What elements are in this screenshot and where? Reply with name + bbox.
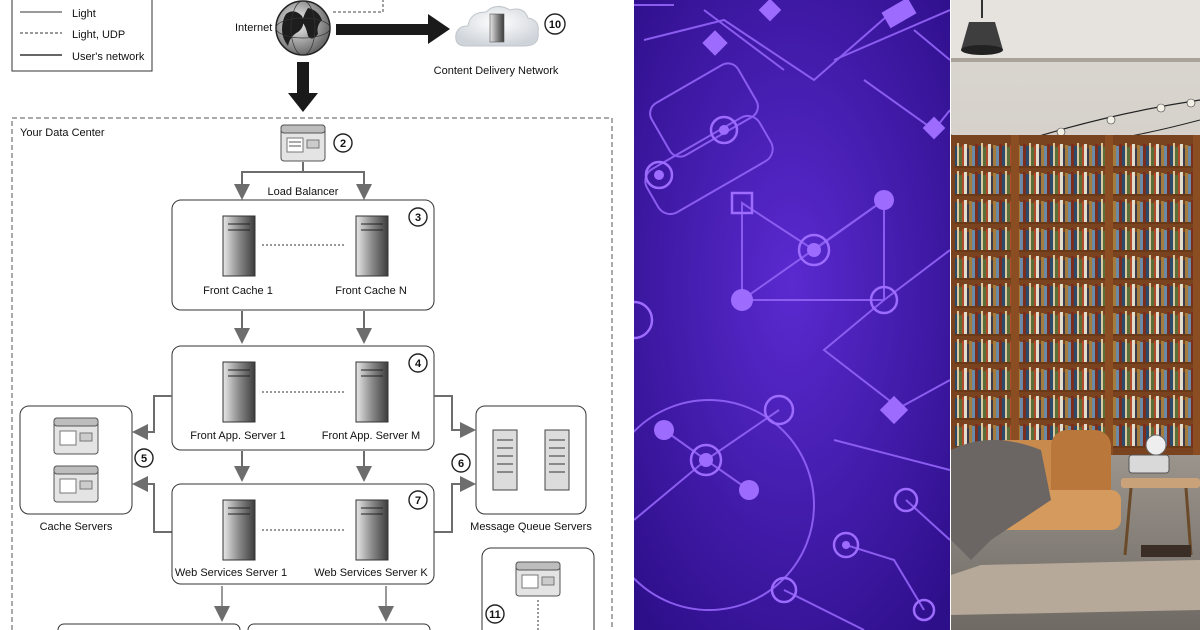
mq-server-1-icon bbox=[492, 429, 518, 491]
legend-item-users-network: User's network bbox=[72, 51, 145, 63]
web-services-k-label: Web Services Server K bbox=[314, 567, 428, 579]
udp-connection-line bbox=[333, 0, 384, 13]
front-cache-number-badge bbox=[408, 207, 428, 227]
message-queue-label: Message Queue Servers bbox=[470, 521, 592, 533]
front-app-m-label: Front App. Server M bbox=[322, 430, 420, 442]
cache-servers-group bbox=[19, 405, 133, 515]
panel-divider-1 bbox=[633, 0, 634, 630]
data-center-label: Your Data Center bbox=[20, 127, 105, 139]
component-11-number: 11 bbox=[489, 609, 501, 621]
panel-divider-2 bbox=[950, 0, 951, 630]
legend-item-light: Light bbox=[72, 8, 96, 20]
library-photo bbox=[951, 0, 1200, 630]
mq-server-2-icon bbox=[544, 429, 570, 491]
data-center-boundary bbox=[11, 117, 613, 630]
bottom-right-box bbox=[247, 623, 431, 630]
message-queue-number: 6 bbox=[458, 458, 464, 470]
app-to-cache-line bbox=[132, 395, 172, 440]
ws-to-mq-line bbox=[434, 476, 476, 533]
cdn-cloud-icon bbox=[455, 6, 539, 47]
cdn-number-badge bbox=[544, 13, 566, 35]
lb-to-cache1-line bbox=[234, 162, 304, 200]
legend: Light Light, UDP User's network bbox=[11, 0, 153, 72]
front-cache-n-label: Front Cache N bbox=[335, 285, 407, 297]
cache-server-1-icon bbox=[53, 417, 99, 455]
component-11-server-icon bbox=[515, 561, 561, 597]
front-app-1-server-icon bbox=[222, 361, 256, 423]
cdn-label: Content Delivery Network bbox=[434, 65, 559, 77]
front-app-1-label: Front App. Server 1 bbox=[190, 430, 285, 442]
web-services-number: 7 bbox=[415, 495, 421, 507]
side-table bbox=[1121, 478, 1200, 488]
load-balancer-number: 2 bbox=[340, 138, 346, 150]
web-services-1-server-icon bbox=[222, 499, 256, 561]
front-cache-n-server-icon bbox=[355, 215, 389, 277]
front-app-m-server-icon bbox=[355, 361, 389, 423]
cdn-arrow bbox=[336, 14, 450, 44]
cache-servers-label: Cache Servers bbox=[40, 521, 113, 533]
cdn-number: 10 bbox=[549, 19, 561, 31]
web-services-number-badge bbox=[408, 490, 428, 510]
component-11-number-badge bbox=[485, 604, 505, 624]
throw-blanket bbox=[951, 440, 1051, 560]
message-queue-number-badge bbox=[451, 453, 471, 473]
network-graphic bbox=[634, 0, 950, 630]
lb-to-cacheN-line bbox=[303, 171, 372, 200]
legend-item-light-udp: Light, UDP bbox=[72, 29, 125, 41]
pendant-lamp-icon bbox=[961, 22, 1003, 50]
internet-label: Internet bbox=[235, 22, 272, 34]
app-to-mq-line bbox=[434, 395, 476, 438]
front-cache-1-label: Front Cache 1 bbox=[203, 285, 273, 297]
record-player bbox=[1128, 454, 1170, 474]
cache-server-2-icon bbox=[53, 465, 99, 503]
front-app-number-badge bbox=[408, 353, 428, 373]
bottom-left-box bbox=[57, 623, 241, 630]
architecture-diagram: Light Light, UDP User's network Internet… bbox=[11, 0, 613, 630]
ws-to-cache-line bbox=[132, 476, 172, 533]
load-balancer-icon bbox=[280, 124, 326, 162]
load-balancer-label: Load Balancer bbox=[268, 186, 339, 198]
network-graphic-panel bbox=[634, 0, 950, 630]
front-cache-1-server-icon bbox=[222, 215, 256, 277]
internet-globe-icon bbox=[275, 0, 331, 56]
internet-to-datacenter-arrow bbox=[288, 62, 318, 112]
cache-servers-number: 5 bbox=[141, 453, 147, 465]
front-cache-number: 3 bbox=[415, 212, 421, 224]
web-services-1-label: Web Services Server 1 bbox=[175, 567, 287, 579]
web-services-k-server-icon bbox=[355, 499, 389, 561]
load-balancer-number-badge bbox=[333, 133, 353, 153]
architecture-diagram-panel: Light Light, UDP User's network Internet… bbox=[11, 0, 613, 630]
cache-servers-number-badge bbox=[134, 448, 154, 468]
rug bbox=[951, 560, 1200, 615]
front-app-number: 4 bbox=[415, 358, 422, 370]
library-photo-panel bbox=[951, 0, 1200, 630]
